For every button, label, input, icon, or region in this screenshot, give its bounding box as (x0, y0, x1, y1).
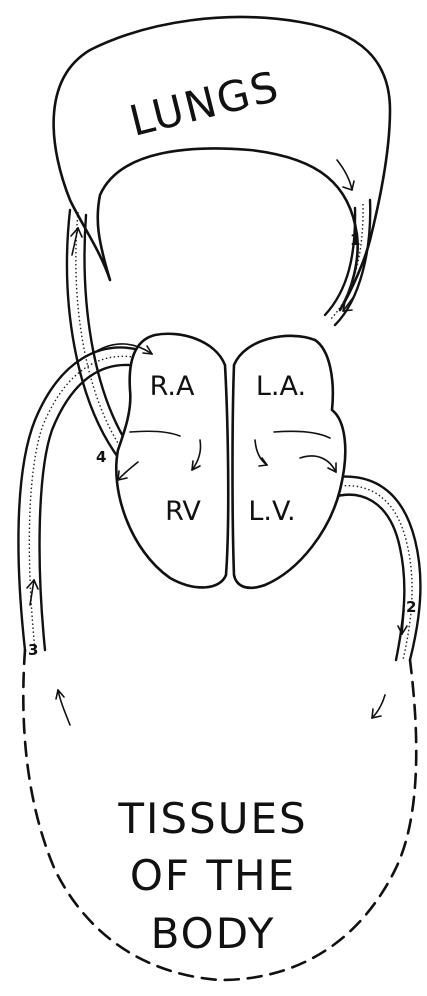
tissues-label-line3: BODY (151, 909, 276, 958)
vessel-4-inner (85, 215, 130, 448)
left-ventricle-label: L.V. (248, 496, 295, 527)
pathway-number-1: 1 (350, 231, 360, 249)
left-atrium-label: L.A. (256, 371, 306, 402)
arrow-3-up (27, 580, 38, 605)
vessel-4-outer (67, 210, 120, 460)
arrow-body-left (56, 690, 70, 725)
pathway-number-4: 4 (96, 448, 106, 466)
pathway-number-3: 3 (28, 641, 38, 659)
pathway-number-2: 2 (406, 598, 416, 616)
vessel-1-inner (325, 208, 355, 315)
right-ventricle-label: RV (165, 496, 201, 527)
right-atrium-label: R.A (150, 371, 195, 402)
tissues-label-line2: OF THE (130, 851, 296, 900)
tissues-label-line1: TISSUES (117, 794, 307, 843)
arrow-4-up (71, 228, 82, 255)
vessel-2-hatch (325, 486, 412, 660)
arrow-body-right (372, 695, 385, 718)
vessel-2-inner (330, 495, 404, 660)
